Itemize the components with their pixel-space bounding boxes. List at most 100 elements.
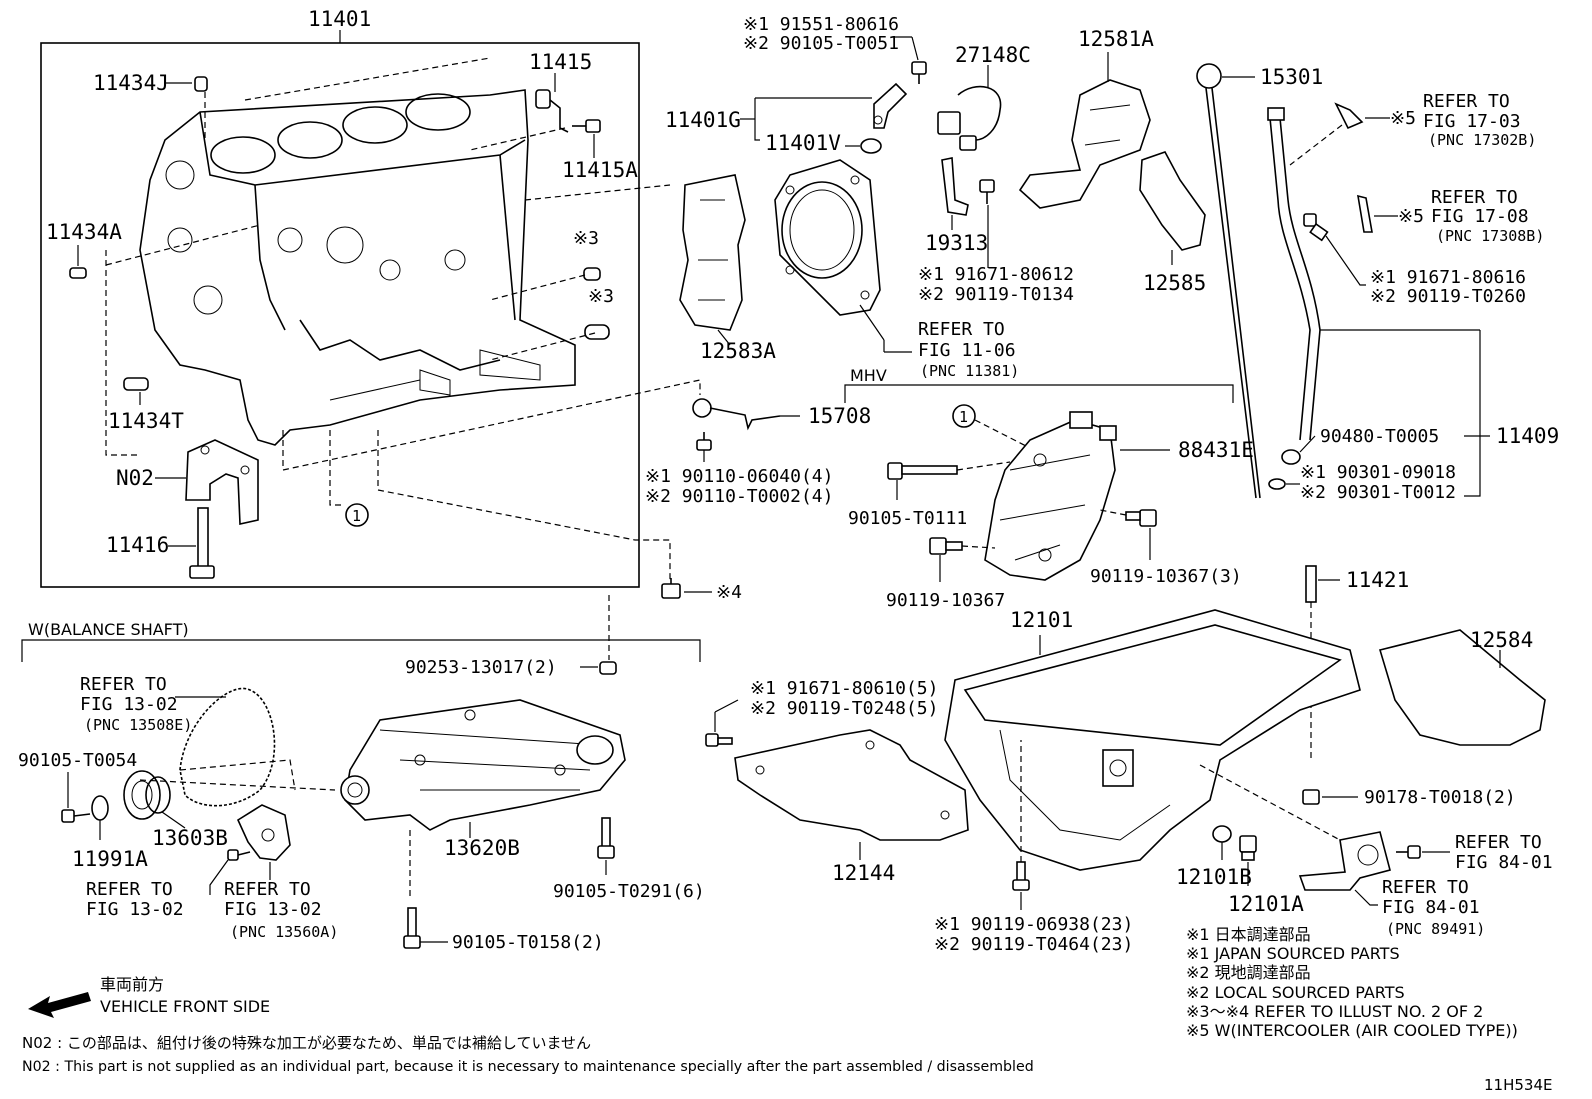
cover-12585: [1139, 151, 1206, 251]
label-x3a: ※3: [573, 228, 599, 249]
label-11421: 11421: [1346, 568, 1409, 592]
sensor-15708: [692, 398, 781, 431]
label-90178: 90178-T0018(2): [1364, 787, 1516, 808]
bolt-91671-610: [705, 733, 733, 747]
cylinder-block: [139, 89, 576, 446]
label-wbs: W(BALANCE SHAFT): [28, 620, 189, 639]
plug-12101a: [1239, 835, 1257, 861]
bolt-90105-t0054: [61, 809, 91, 823]
label-x4: ※4: [716, 582, 742, 603]
label-90119-t0464: ※2 90119-T0464(23): [934, 934, 1133, 955]
bolt-90119-06938: [1012, 861, 1030, 891]
bolt-91671-612: [979, 179, 995, 204]
label-ref1703-a: REFER TO: [1423, 91, 1510, 112]
pin-x3b: [584, 324, 610, 340]
vehicle-front-jp: 車両前方: [100, 975, 164, 994]
label-15708: 15708: [808, 404, 871, 428]
label-ref1302-c: (PNC 13508E): [84, 716, 192, 734]
n02-note-en: N02 : This part is not supplied as an in…: [22, 1059, 1034, 1075]
legend-line-2: ※1 JAPAN SOURCED PARTS: [1186, 944, 1400, 963]
tensioner-ref-1302: [236, 804, 291, 861]
label-12101A: 12101A: [1228, 892, 1304, 916]
label-ref8401-a: REFER TO: [1455, 832, 1542, 853]
label-12144: 12144: [832, 861, 895, 885]
oil-pan-group: 11421 12101 12584 90178-T0018(2): [705, 565, 1553, 955]
label-ref1106-a: REFER TO: [918, 319, 1005, 340]
plate-12144: [734, 729, 969, 841]
label-12581A: 12581A: [1078, 27, 1154, 51]
oring-11401v: [860, 138, 882, 154]
pin-11434t: [123, 377, 149, 391]
label-x5b: ※5: [1398, 206, 1424, 227]
label-90105-t0054: 90105-T0054: [18, 750, 137, 771]
n02-note-jp: N02 : この部品は、組付け後の特殊な加工が必要なため、単品では補給していませ…: [22, 1034, 591, 1052]
plug-x4: [661, 578, 681, 599]
label-90110-b: ※2 90110-T0002(4): [645, 486, 833, 507]
harness-27148c: [937, 85, 1002, 151]
bolt-90105-t0158: [403, 907, 421, 949]
label-91551-b: ※2 90105-T0051: [743, 33, 899, 54]
label-90110-a: ※1 90110-06040(4): [645, 466, 833, 487]
bracket-88431e: [984, 411, 1117, 581]
balance-shaft-group: W(BALANCE SHAFT) 90253-13017(2) REFER TO…: [18, 595, 705, 953]
bolt-90105-t0291: [597, 817, 615, 859]
label-90105-t0291: 90105-T0291(6): [553, 881, 705, 902]
label-ref1708-c: (PNC 17308B): [1436, 227, 1544, 245]
label-x5a: ※5: [1390, 108, 1416, 129]
label-90480: 90480-T0005: [1320, 426, 1439, 447]
timing-cover-group: 12583A ※1 91551-80616 ※2 90105-T0051 114…: [645, 14, 1206, 603]
oil-gauge-group: 15301 ※5 REFER TO FIG 17-03 (PNC 17302B)…: [1196, 63, 1559, 503]
label-ref1302-a: REFER TO: [80, 674, 167, 695]
balance-shaft-13620b: [340, 699, 626, 831]
bolt-11416: [189, 507, 215, 579]
label-ref1708-a: REFER TO: [1431, 187, 1518, 208]
label-13620B: 13620B: [444, 836, 520, 860]
footer: 車両前方 VEHICLE FRONT SIDE N02 : この部品は、組付け後…: [22, 975, 1552, 1094]
stud-11421: [1305, 565, 1317, 603]
label-ref1302-g: FIG 13-02: [224, 899, 322, 920]
label-88431E: 88431E: [1178, 438, 1254, 462]
label-12584: 12584: [1470, 628, 1533, 652]
mhv-group: MHV 1 88431E 90105-T0111 90119-10367: [844, 366, 1254, 611]
gasket-12583a: [679, 174, 746, 331]
label-12101: 12101: [1010, 608, 1073, 632]
illustration-code: 11H534E: [1484, 1076, 1552, 1094]
bolt-ref-1302: [227, 849, 251, 861]
guide-11409: [1267, 107, 1321, 441]
label-90253: 90253-13017(2): [405, 657, 557, 678]
label-ref1302-h: (PNC 13560A): [230, 923, 338, 941]
label-91671-612-a: ※1 91671-80612: [918, 264, 1074, 285]
gasket-90301: [1268, 478, 1286, 490]
label-91671-616-b: ※2 90119-T0260: [1370, 286, 1526, 307]
label-ref1703-c: (PNC 17302B): [1428, 131, 1536, 149]
bolt-90178: [1302, 789, 1320, 805]
bolt-90110: [696, 432, 712, 451]
hose-lower: [1357, 194, 1373, 233]
legend: ※1 日本調達部品 ※1 JAPAN SOURCED PARTS ※2 現地調達…: [1186, 925, 1518, 1040]
label-x3b: ※3: [588, 286, 614, 307]
label-12583A: 12583A: [700, 339, 776, 363]
label-ref1106-b: FIG 11-06: [918, 340, 1016, 361]
callout-circle-1a: [345, 503, 369, 527]
label-ref8401-c: REFER TO: [1382, 877, 1469, 898]
label-circle-1a: 1: [352, 507, 361, 525]
label-11434J: 11434J: [93, 71, 169, 95]
legend-line-6: ※5 W(INTERCOOLER (AIR COOLED TYPE)): [1186, 1021, 1518, 1040]
label-90119-10367: 90119-10367: [886, 590, 1005, 611]
label-90301-b: ※2 90301-T0012: [1300, 482, 1456, 503]
label-N02: N02: [116, 466, 154, 490]
sensor-11401g: [873, 82, 908, 129]
oil-strainer: [1298, 831, 1391, 891]
label-ref1703-b: FIG 17-03: [1423, 111, 1521, 132]
bolt-90119-10367-b: [1125, 509, 1157, 527]
bearing-cap-n02: [185, 439, 259, 525]
oring-90480: [1281, 449, 1301, 465]
engine-block-group: 11401 11434J: [40, 7, 701, 588]
legend-line-1: ※1 日本調達部品: [1186, 925, 1311, 944]
bolt-90105-t0111: [887, 462, 958, 480]
gasket-12101b: [1212, 825, 1232, 843]
label-11416: 11416: [106, 533, 169, 557]
label-11434A: 11434A: [46, 220, 122, 244]
label-ref1302-f: REFER TO: [224, 879, 311, 900]
